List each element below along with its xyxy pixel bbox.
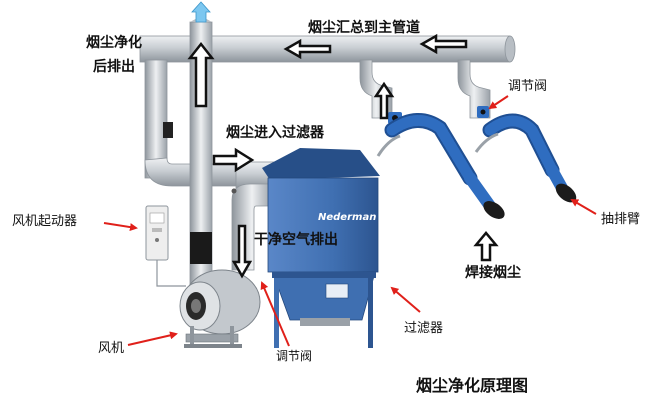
diagram-title: 烟尘净化原理图 [416,376,529,395]
flow-arrow-right-into-filter [212,147,255,173]
pointer-filter [390,286,421,313]
flow-arrow-up-welding-fume [473,231,499,262]
clean-air-duct [231,183,273,271]
drop-duct-2 [457,59,491,119]
filter-brand-logo: Nederman [318,212,376,223]
flow-arrow-left-main-duct-2 [283,38,332,60]
fan-starter-box [145,205,186,287]
pointer-fan-starter [103,222,138,232]
exhaust-up-arrow [191,1,211,23]
filter-unit: Nederman [262,148,380,348]
label-fume-to-main-duct: 烟尘汇总到主管道 [308,20,420,36]
flow-arrow-up-exhaust [187,41,215,108]
label-clean-exhaust-line2: 后排出 [93,59,135,75]
label-filter: 过滤器 [404,321,444,336]
red-pointer-arrows [103,95,597,347]
label-extraction-arm: 抽排臂 [601,212,641,227]
flow-arrow-left-main-duct [419,33,468,55]
label-damper-top: 调节阀 [508,79,548,94]
extraction-arm-1 [376,113,505,219]
label-damper-bottom: 调节阀 [276,349,313,363]
label-fume-into-filter: 烟尘进入过滤器 [226,125,324,141]
duct-clamp [163,122,173,138]
label-clean-exhaust-line1: 烟尘净化 [86,35,142,51]
label-fan: 风机 [98,341,125,356]
pointer-damper-bottom [260,281,290,347]
flow-arrow-up-drop-duct [373,81,395,120]
label-clean-air-out: 干净空气排出 [254,232,338,248]
pointer-fan [127,331,178,346]
fan-unit [179,269,261,348]
flow-arrow-down-clean-air [231,224,253,279]
label-fan-starter: 风机起动器 [12,214,78,229]
pointer-damper-top [488,95,509,110]
pointer-extraction-arm [570,198,597,215]
extraction-arm-2 [474,113,577,203]
label-welding-fume: 焊接烟尘 [465,265,521,281]
